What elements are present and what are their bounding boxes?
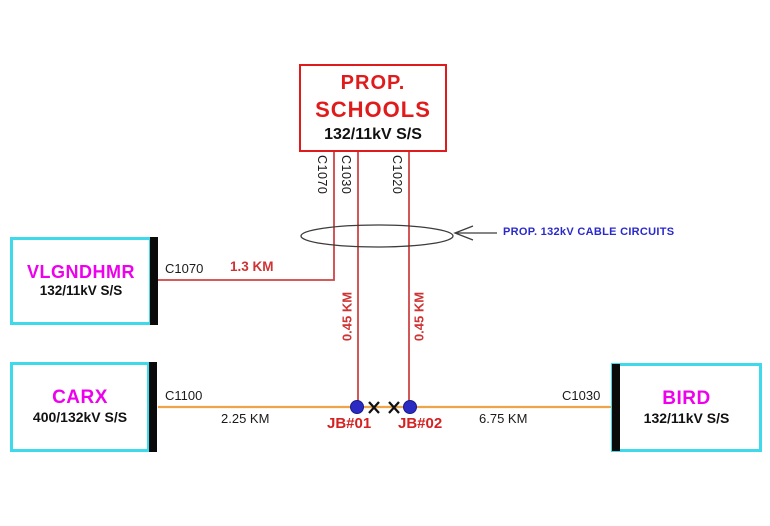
prop-title-voltage: 132/11kV S/S	[324, 126, 422, 143]
cable-tag-c1100: C1100	[165, 388, 203, 403]
cable-tag-c1070: C1070	[165, 261, 204, 276]
cable-tag-top-c1020: C1020	[390, 155, 404, 195]
junction-label-jb02: JB#02	[398, 415, 443, 432]
prop-title-line1: PROP.	[340, 72, 406, 94]
substation-name-vlgndhmr: VLGNDHMR	[27, 262, 135, 282]
distance-675km: 6.75 KM	[479, 411, 528, 426]
circuit-group-ellipse	[300, 224, 454, 248]
substation-box-vlgndhmr: VLGNDHMR 132/11kV S/S	[10, 237, 152, 325]
junction-dot-jb02	[403, 400, 417, 414]
distance-225km: 2.25 KM	[221, 411, 270, 426]
cross-mark-right	[388, 401, 400, 414]
distance-045km-left: 0.45 KM	[339, 291, 355, 342]
cross-mark-left	[368, 401, 380, 414]
busbar-vlgndhmr	[150, 237, 158, 325]
annotation-text: PROP. 132kV CABLE CIRCUITS	[503, 226, 675, 238]
prop-title-line2: SCHOOLS	[315, 97, 431, 122]
distance-1-3km: 1.3 KM	[230, 259, 274, 274]
distance-045km-right: 0.45 KM	[411, 291, 427, 342]
substation-box-bird: BIRD 132/11kV S/S	[611, 363, 762, 452]
cable-tag-top-c1070: C1070	[315, 155, 329, 195]
substation-voltage-carx: 400/132kV S/S	[32, 409, 128, 426]
cable-tag-top-c1030: C1030	[339, 155, 353, 195]
junction-label-jb01: JB#01	[327, 415, 372, 432]
busbar-bird	[612, 364, 620, 451]
cable-tag-bottom-c1030: C1030	[562, 388, 601, 403]
cable-line-c1070	[158, 152, 335, 281]
substation-box-prop-schools: PROP. SCHOOLS 132/11kV S/S	[299, 64, 447, 152]
busbar-carx	[149, 362, 157, 452]
substation-voltage-bird: 132/11kV S/S	[643, 409, 730, 426]
substation-name-carx: CARX	[52, 387, 108, 409]
annotation-arrowhead-icon	[453, 225, 474, 241]
substation-voltage-vlgndhmr: 132/11kV S/S	[39, 282, 123, 298]
junction-dot-jb01	[350, 400, 364, 414]
substation-box-carx: CARX 400/132kV S/S	[10, 362, 150, 452]
substation-name-bird: BIRD	[662, 387, 711, 409]
